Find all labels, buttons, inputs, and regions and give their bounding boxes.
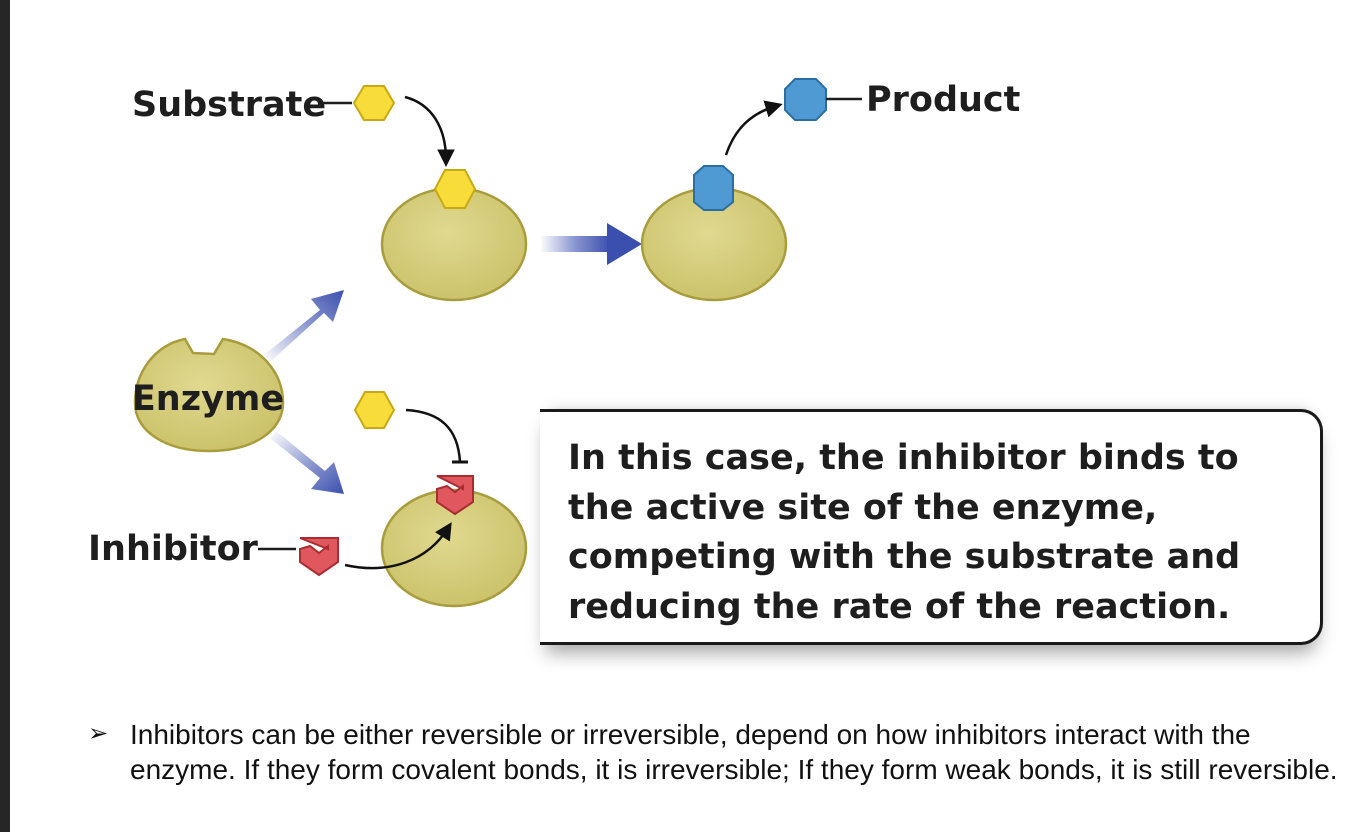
reaction-arrow-shaft [540,236,610,252]
enzyme-label: Enzyme [132,379,284,419]
explanation-callout: In this case, the inhibitor binds to the… [540,409,1323,645]
callout-text: In this case, the inhibitor binds to the… [568,438,1241,627]
inhibitor-binding-arrow [344,522,452,570]
blocked-binding-line [405,408,462,463]
product-release-arrow [724,100,783,156]
competitive-inhibition-diagram: Enzyme Substrate Product Inhibitor [88,78,1020,608]
enzyme-shape [133,337,285,453]
inhibition-pathway-arrow-down [270,431,344,494]
inhibitor-molecule [299,537,339,577]
substrate-molecule [352,85,396,121]
product-label: Product [866,80,1020,120]
substrate-label: Substrate [132,85,326,125]
product-molecule [784,78,827,121]
enzyme-inhibitor-complex [380,488,528,608]
bound-substrate [433,169,477,209]
window-edge [0,0,10,832]
bound-inhibitor [436,475,474,516]
reaction-arrow-head [607,223,642,265]
bound-product [693,165,734,211]
blocked-substrate-molecule [353,391,396,429]
substrate-binding-arrow [404,95,455,167]
binding-pathway-arrow-up [264,290,344,362]
inhibitor-label: Inhibitor [88,529,259,569]
arrow-bullet-icon: ➢ [88,719,109,747]
note-text: Inhibitors can be either reversible or i… [130,719,1338,785]
